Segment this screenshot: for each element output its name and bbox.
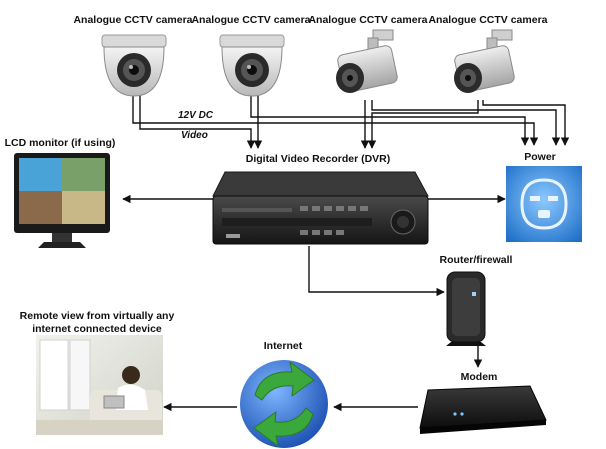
dc-label: 12V DC — [178, 110, 214, 121]
wiring — [122, 95, 570, 412]
cam3-power-line — [371, 100, 561, 146]
power-label: Power — [524, 151, 556, 163]
power-outlet-icon — [506, 166, 582, 242]
cam4-power-line — [482, 100, 570, 146]
video-label: Video — [181, 130, 208, 141]
camera3-label: Analogue CCTV camera — [308, 14, 427, 26]
internet-label: Internet — [264, 340, 303, 352]
camera4-label: Analogue CCTV camera — [428, 14, 547, 26]
monitor-icon — [14, 153, 110, 248]
lcd-label: LCD monitor (if using) — [5, 137, 116, 149]
cam1-video-line — [139, 95, 256, 149]
dome-camera-icon — [101, 34, 167, 97]
dvr-to-router-arrow — [308, 246, 445, 297]
bullet-camera-icon — [336, 29, 398, 93]
cam1-power-line — [132, 95, 539, 146]
dvr-icon — [212, 171, 429, 245]
globe-icon — [240, 360, 328, 448]
dvr-label: Digital Video Recorder (DVR) — [246, 153, 391, 165]
remote-label-line2: internet connected device — [32, 323, 162, 335]
dome-camera-icon — [219, 34, 285, 97]
camera1-label: Analogue CCTV camera — [73, 14, 192, 26]
cam2-power-line — [250, 95, 530, 146]
modem-icon — [419, 385, 547, 434]
cam4-video-line — [367, 100, 479, 149]
remote-label-line1: Remote view from virtually any — [20, 310, 175, 322]
remote-viewer-icon — [36, 335, 163, 435]
router-label: Router/firewall — [440, 254, 513, 266]
router-icon — [446, 271, 486, 346]
camera2-label: Analogue CCTV camera — [191, 14, 310, 26]
modem-label: Modem — [461, 371, 498, 383]
bullet-camera-icon — [454, 29, 515, 93]
